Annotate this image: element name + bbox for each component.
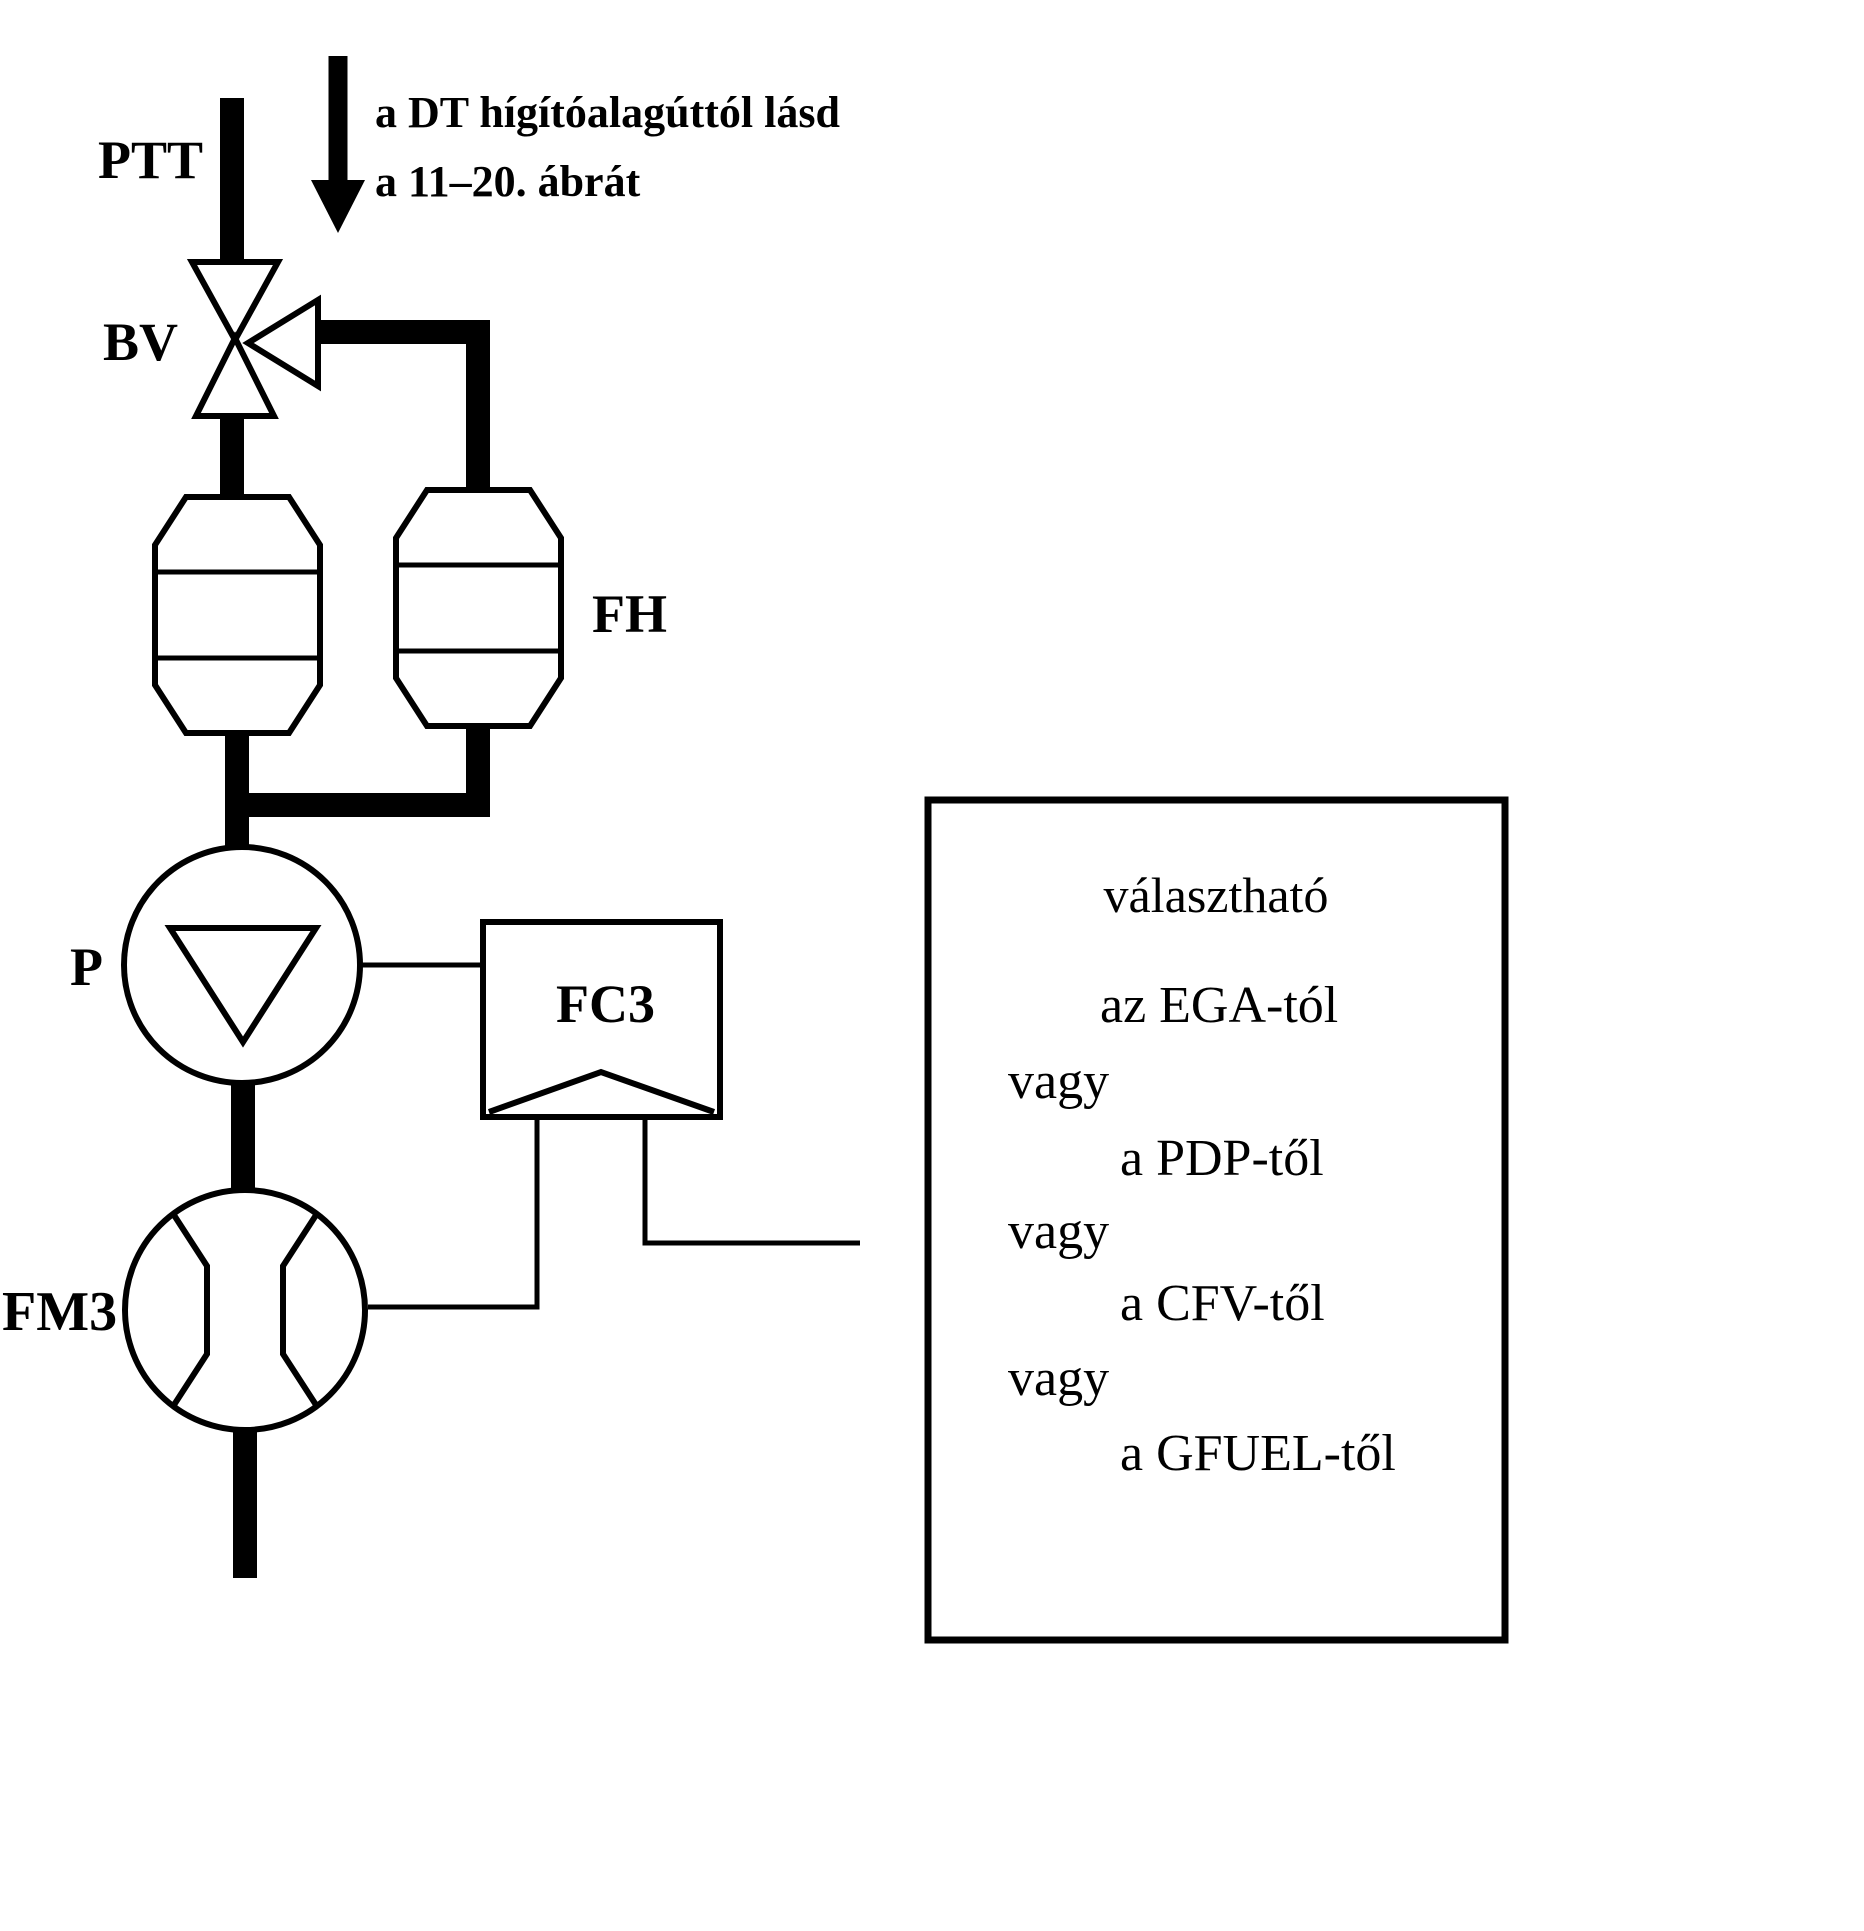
pump xyxy=(121,844,363,1086)
label-fh: FH xyxy=(592,584,667,644)
fc3-fm3-connector xyxy=(368,1117,540,1310)
option-ega: az EGA-tól xyxy=(1100,977,1338,1034)
option-cfv: a CFV-től xyxy=(1120,1275,1325,1332)
filter-housing-left xyxy=(152,494,323,736)
bv-valve-bottom-triangle xyxy=(191,331,279,419)
fm3-circle xyxy=(122,1187,368,1433)
bv-valve-top-triangle xyxy=(186,259,284,347)
bv-valve-right-triangle xyxy=(242,294,321,392)
filter-housing-right xyxy=(393,487,564,729)
option-or-2: vagy xyxy=(1008,1203,1109,1260)
pump-triangle xyxy=(164,925,322,1048)
bv-valve xyxy=(186,259,321,419)
filter-housing-left-body xyxy=(152,494,323,736)
fm3-flow-meter xyxy=(122,1187,368,1433)
fc3-bottom-flap xyxy=(487,1068,716,1115)
valve-branch-pipe xyxy=(314,320,490,505)
fm3-inner-right xyxy=(280,1210,321,1410)
option-gfuel: a GFUEL-től xyxy=(1120,1425,1396,1482)
label-bv: BV xyxy=(103,312,178,372)
fm3-inner-left xyxy=(169,1210,210,1410)
fc3-controller xyxy=(480,919,723,1120)
options-box xyxy=(924,796,1509,1644)
label-fm3: FM3 xyxy=(2,1281,117,1343)
right-filter-outlet-pipe xyxy=(237,720,490,817)
filter-housing-right-body xyxy=(393,487,564,729)
dt-inlet-arrow-head xyxy=(311,180,365,233)
option-or-1: vagy xyxy=(1008,1053,1109,1110)
label-ptt: PTT xyxy=(98,130,203,190)
fc3-box xyxy=(480,919,723,1120)
options-title: választható xyxy=(1104,867,1329,923)
inlet-note-line1: a DT hígítóalagúttól lásd xyxy=(375,88,840,137)
label-fc3: FC3 xyxy=(556,974,655,1034)
option-or-3: vagy xyxy=(1008,1350,1109,1407)
inlet-note-line2: a 11–20. ábrát xyxy=(375,157,641,206)
fc3-right-connector xyxy=(642,1117,860,1246)
option-pdp: a PDP-től xyxy=(1120,1130,1324,1187)
label-pump: P xyxy=(70,937,103,997)
